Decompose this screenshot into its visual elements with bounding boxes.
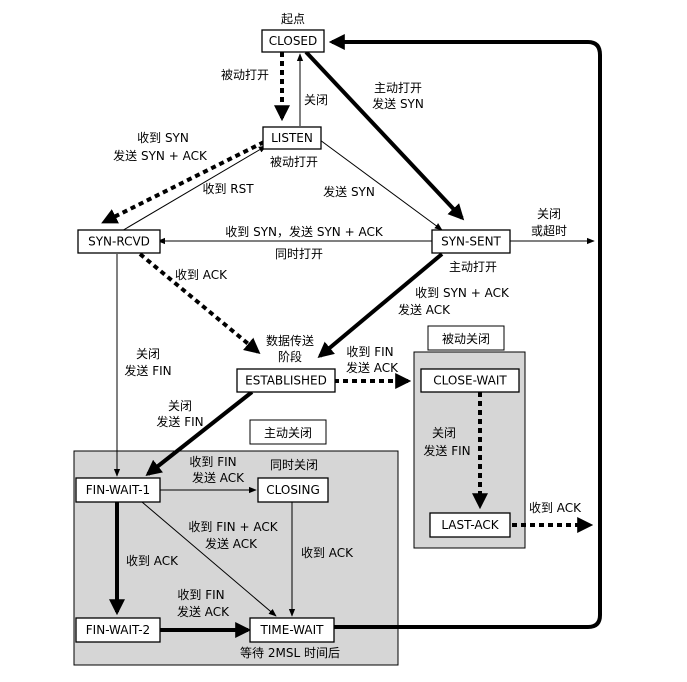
- label-recv-rst: 收到 RST: [202, 182, 254, 196]
- passive-close-title: 被动关闭: [427, 325, 505, 351]
- label-recv-ack-3: 收到 ACK: [126, 554, 179, 568]
- label-close-send-fin-c2: 发送 FIN: [423, 443, 470, 458]
- label-close-send-fin-a1: 关闭: [136, 347, 160, 361]
- label-recv-ack-1: 收到 ACK: [175, 268, 228, 282]
- label-data-transfer-1: 数据传送: [266, 333, 314, 348]
- state-closing: CLOSING: [257, 477, 329, 503]
- svg-text:FIN-WAIT-1: FIN-WAIT-1: [86, 483, 150, 497]
- state-closed: CLOSED: [261, 29, 325, 53]
- svg-text:主动关闭: 主动关闭: [264, 426, 312, 440]
- svg-text:被动关闭: 被动关闭: [442, 332, 490, 346]
- label-simultaneous-open: 同时打开: [275, 247, 323, 261]
- label-recv-fin-2: 收到 FIN: [189, 455, 236, 469]
- label-close-timeout-1: 关闭: [537, 207, 561, 221]
- label-active-open-2: 主动打开: [449, 260, 497, 274]
- arrow-closed-to-syn-sent: [304, 50, 465, 221]
- label-start: 起点: [281, 12, 305, 26]
- arrow-syn-rcvd-to-listen: [119, 145, 267, 233]
- label-passive-open-2: 被动打开: [270, 155, 318, 169]
- label-recv-fin-3: 收到 FIN: [177, 588, 224, 602]
- svg-text:LAST-ACK: LAST-ACK: [441, 518, 499, 532]
- svg-text:ESTABLISHED: ESTABLISHED: [245, 374, 327, 388]
- label-send-ack-syn-sent: 发送 ACK: [398, 302, 451, 317]
- svg-text:FIN-WAIT-2: FIN-WAIT-2: [86, 623, 150, 637]
- label-close-send-fin-a2: 发送 FIN: [124, 363, 171, 378]
- label-send-ack-2: 发送 ACK: [192, 470, 245, 485]
- arrow-established-to-fin-wait-1: [145, 390, 254, 476]
- state-fin-wait-2: FIN-WAIT-2: [75, 617, 161, 643]
- label-wait-2msl: 等待 2MSL 时间后: [240, 646, 340, 660]
- arrow-fin-wait-1-to-time-wait: [141, 501, 277, 617]
- label-close-timeout-2: 或超时: [531, 223, 567, 238]
- arrow-listen-to-syn-sent: [319, 139, 443, 231]
- state-syn-rcvd: SYN-RCVD: [77, 229, 161, 254]
- label-send-syn-2: 发送 SYN: [323, 184, 375, 199]
- svg-text:CLOSE-WAIT: CLOSE-WAIT: [433, 374, 507, 388]
- label-active-open: 主动打开: [374, 81, 422, 95]
- label-recv-syn-ack: 收到 SYN + ACK: [415, 286, 510, 300]
- state-established: ESTABLISHED: [236, 368, 336, 393]
- label-send-ack-1: 发送 ACK: [346, 360, 399, 375]
- label-recv-fin-ack-1: 收到 FIN + ACK: [188, 520, 278, 534]
- active-close-title: 主动关闭: [249, 419, 327, 445]
- label-recv-fin-1: 收到 FIN: [346, 345, 393, 359]
- state-syn-sent: SYN-SENT: [431, 229, 511, 254]
- arrow-listen-to-syn-rcvd: [101, 140, 265, 224]
- svg-text:CLOSING: CLOSING: [266, 483, 320, 497]
- label-simultaneous-close: 同时关闭: [270, 458, 318, 472]
- label-recv-syn: 收到 SYN: [137, 131, 189, 145]
- label-recv-ack-4: 收到 ACK: [301, 546, 354, 560]
- label-close-send-fin-b2: 发送 FIN: [156, 414, 203, 429]
- svg-text:LISTEN: LISTEN: [271, 131, 313, 145]
- label-recv-ack-2: 收到 ACK: [529, 501, 582, 515]
- label-send-syn-ack: 发送 SYN + ACK: [113, 148, 208, 163]
- label-send-syn: 发送 SYN: [372, 96, 424, 111]
- label-data-transfer-2: 阶段: [278, 349, 302, 364]
- state-time-wait: TIME-WAIT: [249, 617, 335, 643]
- state-fin-wait-1: FIN-WAIT-1: [75, 477, 161, 503]
- label-close-send-fin-c1: 关闭: [432, 426, 456, 440]
- svg-text:SYN-SENT: SYN-SENT: [441, 235, 501, 249]
- label-recv-fin-ack-2: 发送 ACK: [205, 536, 258, 551]
- label-close: 关闭: [304, 93, 328, 107]
- arrow-syn-sent-to-established: [317, 252, 444, 359]
- arrow-return-to-closed: [328, 34, 602, 629]
- state-last-ack: LAST-ACK: [429, 512, 511, 538]
- svg-text:TIME-WAIT: TIME-WAIT: [260, 623, 325, 637]
- label-passive-open: 被动打开: [221, 68, 269, 82]
- label-send-ack-3: 发送 ACK: [177, 604, 230, 619]
- svg-text:SYN-RCVD: SYN-RCVD: [88, 235, 150, 249]
- state-close-wait: CLOSE-WAIT: [420, 368, 520, 393]
- arrow-syn-rcvd-to-established: [138, 252, 261, 355]
- svg-text:CLOSED: CLOSED: [269, 34, 318, 48]
- label-recv-syn-send-syn-ack: 收到 SYN，发送 SYN + ACK: [225, 224, 384, 239]
- state-listen: LISTEN: [262, 126, 322, 150]
- label-close-send-fin-b1: 关闭: [168, 399, 192, 413]
